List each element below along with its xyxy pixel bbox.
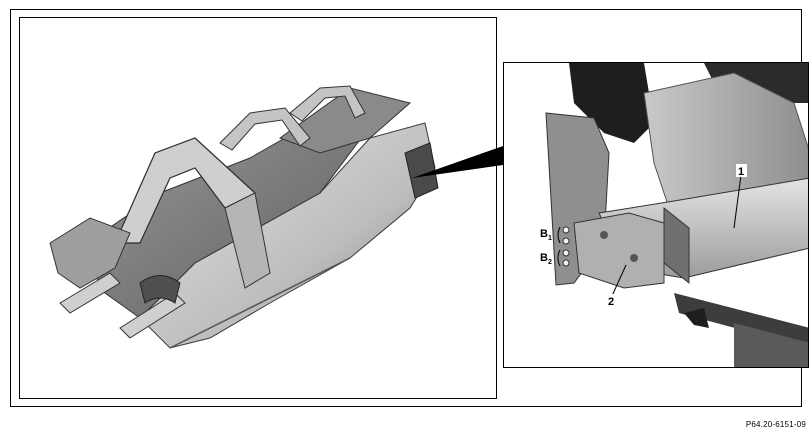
detail-panel: 1 2 B1 B2 — [503, 62, 809, 368]
upper-dark-structure — [569, 63, 654, 143]
front-structure — [49, 217, 131, 289]
lower-tab — [684, 308, 709, 328]
callout-b2: B2 — [540, 252, 552, 266]
a-pillar — [224, 192, 271, 289]
front-rail-right — [119, 292, 186, 339]
fastener-b1-upper — [562, 226, 570, 234]
side-sill — [169, 257, 351, 349]
leader-line-2 — [611, 264, 627, 297]
callout-1: 1 — [738, 166, 744, 178]
brace-b1 — [557, 226, 561, 244]
fastener-b2-lower — [562, 259, 570, 267]
roll-bar-right — [289, 85, 366, 122]
figure-code: P64.20-6151-09 — [745, 420, 806, 429]
bracket — [573, 212, 665, 289]
callout-1-bg — [736, 164, 747, 177]
detail-illustration: 1 2 B1 B2 — [540, 63, 808, 367]
overview-panel — [19, 17, 497, 399]
fastener-b1-lower — [562, 237, 570, 245]
floor-section — [734, 323, 808, 367]
front-rail-left — [59, 272, 121, 314]
vehicle-body-illustration — [49, 85, 439, 349]
callout-2: 2 — [608, 296, 614, 308]
roll-bar-left — [219, 107, 311, 151]
fastener-b2-upper — [562, 249, 570, 257]
leader-line-1 — [733, 174, 742, 229]
bolt-hole — [630, 254, 638, 262]
callout-b1: B1 — [540, 228, 552, 242]
front-wheel-arch — [139, 275, 181, 304]
brace-b2 — [557, 249, 561, 267]
bolt-hole — [600, 231, 608, 239]
callout-2-bg — [606, 294, 617, 307]
